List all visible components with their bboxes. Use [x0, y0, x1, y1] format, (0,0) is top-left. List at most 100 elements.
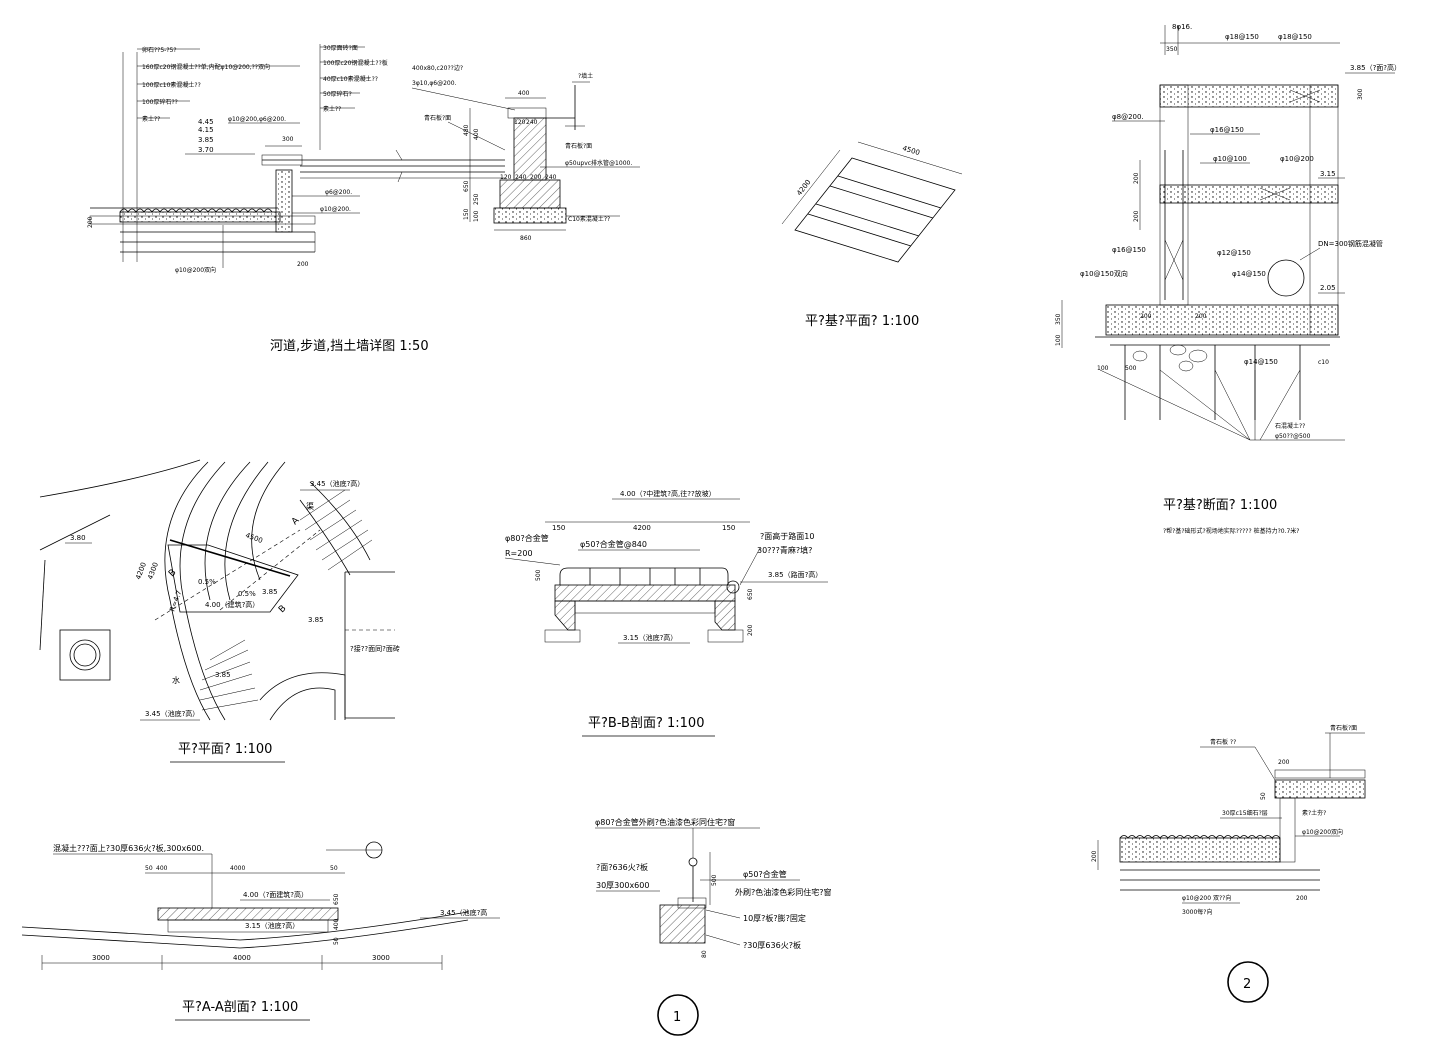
bb-lvl2: 3.15（池底?高） — [623, 633, 677, 642]
pp-l2: 3.80 — [70, 534, 86, 542]
aa-d50a: 50 — [145, 865, 153, 872]
fs-dim-500: 500 — [1125, 365, 1137, 372]
river-mid-5: 素土?? — [323, 105, 341, 113]
pp-l1: 3.45（池底?高） — [310, 479, 364, 488]
platform-plan: 3.45（池底?高） 3.80 4.00（建筑?高） 3.85 3.85 3.8… — [39, 459, 400, 763]
pp-l5: 3.85 — [308, 616, 324, 624]
river-dim-150: 150 — [463, 208, 470, 220]
fs-r1: φ18@150 — [1225, 33, 1259, 41]
foundation-note: ?帮?基?础形式?视场地实际????? 桩基持力?0.7米? — [1163, 527, 1299, 535]
d2-l1: 青石板 ?? — [1210, 738, 1236, 746]
fs-dim-100: 100 — [1055, 334, 1062, 346]
river-rebar-bottom: φ10@200双向 — [175, 266, 216, 274]
pp-slope2: 0.5% — [238, 590, 256, 598]
pp-mark-b2: B — [277, 604, 288, 615]
bb-h500: 500 — [535, 569, 542, 581]
river-seg-4: 240 — [515, 174, 527, 181]
river-label-1: 卵石??5-?5? — [142, 46, 177, 54]
pp-canal: 渠 — [306, 501, 314, 511]
pp-mark-a: A — [290, 515, 302, 527]
fs-dim-300: 300 — [1357, 88, 1364, 100]
title-platform-aa: 平?A-A剖面? 1:100 — [182, 1000, 298, 1015]
river-label-2: 160厚c20钢混凝土??单,内配φ10@200,??双向 — [142, 63, 270, 71]
fs-dim-200c: 200 — [1140, 313, 1152, 320]
foundation-plan: 4500 4200 平?基?平面? 1:100 — [781, 141, 963, 329]
fs-r6: φ10@200 — [1280, 155, 1314, 163]
pp-slope: 0.5% — [198, 578, 216, 586]
fs-r2: φ18@150 — [1278, 33, 1312, 41]
bb-w4200: 4200 — [633, 524, 651, 532]
river-dim-100: 100 — [473, 210, 480, 222]
fs-pile2: φ50??@500 — [1275, 433, 1311, 440]
river-seg-1: 120 — [514, 119, 526, 126]
d2-d50: 50 — [1260, 792, 1267, 800]
river-dim-400: 400 — [518, 90, 530, 97]
plan-stairs-top — [299, 489, 373, 571]
river-seg-3: 120 — [500, 174, 512, 181]
fs-r9: φ10@150双向 — [1080, 269, 1128, 278]
river-label-4: 100厚碎石?? — [142, 98, 178, 106]
river-level-2: 4.15 — [198, 126, 214, 134]
river-label-5: 素土?? — [142, 115, 160, 123]
foundation-plan-width: 4500 — [901, 144, 920, 157]
pp-note: ?接??面同?面砖 — [350, 644, 400, 653]
foundation-plan-height: 4200 — [795, 178, 812, 197]
d2-l6: φ10@200 双??向 — [1182, 894, 1231, 902]
aa-v3: 50 — [333, 937, 340, 945]
river-seg-5: 200 — [530, 174, 542, 181]
river-seg-6: 240 — [545, 174, 557, 181]
pp-h4300: 4300 — [146, 561, 160, 580]
d1-d500: 500 — [711, 874, 718, 886]
bb-pipe50: φ50?合金管@840 — [580, 539, 647, 549]
pp-l4: 3.85 — [262, 588, 278, 596]
fs-dim-200d: 200 — [1195, 313, 1207, 320]
d2-d200a: 200 — [1278, 759, 1290, 766]
fs-r4: φ16@150 — [1210, 126, 1244, 134]
aa-lvl1: 4.00（?面建筑?高） — [243, 890, 308, 899]
aa-v2: 400 — [333, 918, 340, 930]
river-rebar-a: φ6@200. — [325, 189, 352, 196]
fs-lvl2: 3.15 — [1320, 170, 1336, 178]
d1-d80: 80 — [701, 950, 708, 958]
fs-dim-200b: 200 — [1133, 210, 1140, 222]
fs-r8: φ12@150 — [1217, 249, 1251, 257]
fs-r11: φ14@150 — [1244, 358, 1278, 366]
river-seg-2: 240 — [526, 119, 538, 126]
river-label-3: 100厚c10素混凝土?? — [142, 81, 201, 89]
river-base: C10素混凝土?? — [568, 215, 610, 223]
fs-top: 8φ16. — [1172, 23, 1192, 31]
fs-r5: φ10@100 — [1213, 155, 1247, 163]
plan-stairs-bottom — [199, 639, 259, 711]
detail-1: φ80?合金管外刷?色油漆色彩同住宅?窗 ?面?636火?板 30厚300x60… — [595, 817, 832, 1036]
pp-mark-b1: B — [167, 568, 178, 579]
river-fill: ?填土 — [578, 72, 593, 80]
d1-l2: ?面?636火?板 — [596, 862, 648, 872]
river-level-1: 4.45 — [198, 118, 214, 126]
bb-r200: R=200 — [505, 549, 533, 558]
bb-h200: 200 — [747, 624, 754, 636]
d2-d200v: 200 — [1091, 850, 1098, 862]
river-coping: 400x80,c20??边? — [412, 64, 463, 72]
title-foundation-section: 平?基?断面? 1:100 — [1163, 498, 1277, 513]
fs-dim-350b: 350 — [1055, 313, 1062, 325]
bb-surface: ?面高于路面10 — [760, 531, 814, 541]
bb-w150: 150 — [552, 524, 565, 532]
river-dim-200-b: 200 — [297, 261, 309, 268]
river-dim-300: 300 — [282, 136, 294, 143]
pp-water: 水 — [172, 675, 180, 685]
river-stone: 青石板?面 — [424, 114, 451, 122]
d2-l5: φ10@200双向 — [1302, 828, 1343, 836]
river-level-3: 3.85 — [198, 136, 214, 144]
fs-dim-100b: 100 — [1097, 365, 1109, 372]
aa-b1: 3000 — [92, 954, 110, 962]
fs-r3: φ8@200. — [1112, 113, 1144, 121]
pp-l3: 4.00（建筑?高） — [205, 600, 259, 609]
aa-d400: 400 — [156, 865, 168, 872]
river-pipe: φ50upvc排水管@1000. — [565, 159, 632, 167]
bb-h650: 650 — [747, 588, 754, 600]
platform-aa-section: 混凝土???面上?30厚636火?板,300x600. 50 400 4000 … — [21, 841, 500, 1021]
d1-l5: 外刷?色油漆色彩同住宅?窗 — [735, 887, 832, 897]
d2-marker: 2 — [1243, 977, 1251, 992]
river-dim-200-a: 200 — [87, 216, 94, 228]
river-dim-480: 480 — [463, 124, 470, 136]
